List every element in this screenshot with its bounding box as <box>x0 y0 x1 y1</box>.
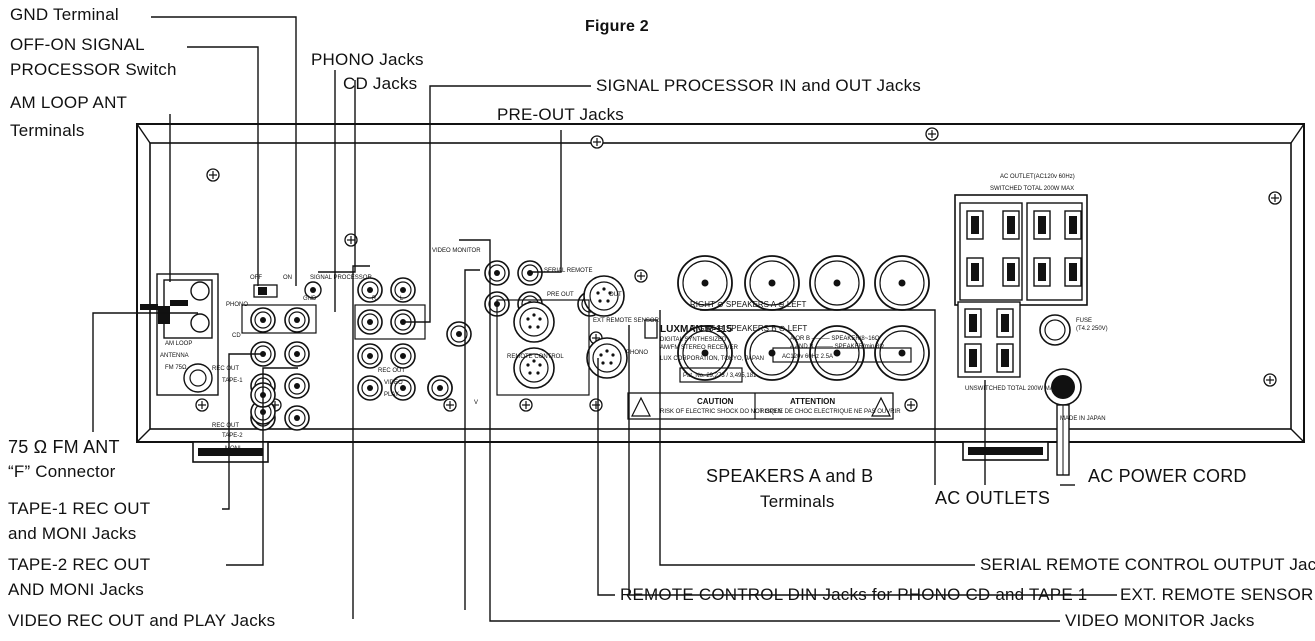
svg-text:RISK OF ELECTRIC SHOCK DO NOT: RISK OF ELECTRIC SHOCK DO NOT OPEN <box>660 409 782 415</box>
label-speakers-terminals: Terminals <box>760 492 835 511</box>
svg-text:V: V <box>474 400 478 406</box>
label-am-terminals: Terminals <box>10 121 85 140</box>
panel-printing: OFF ON SIGNAL PROCESSOR GND PHONO CD REC… <box>160 174 1108 452</box>
label-off-on-signal: OFF-ON SIGNAL <box>10 35 145 54</box>
svg-text:RIGHT ⊖ SPEAKERS B ⊖ LEFT: RIGHT ⊖ SPEAKERS B ⊖ LEFT <box>690 324 807 333</box>
label-ac-power-cord: AC POWER CORD <box>1088 466 1247 486</box>
svg-text:SERIAL REMOTE: SERIAL REMOTE <box>544 268 592 274</box>
svg-text:A AND B ——— SPEAKER/min 8Ω: A AND B ——— SPEAKER/min 8Ω <box>790 344 884 350</box>
chassis <box>136 123 1305 463</box>
label-remote-din-jacks: REMOTE CONTROL DIN Jacks for PHONO CD an… <box>620 585 1088 604</box>
svg-text:REC OUT: REC OUT <box>378 368 405 374</box>
svg-text:PHONO: PHONO <box>626 350 648 356</box>
signal-processor-switch <box>253 281 322 299</box>
svg-text:ATTENTION: ATTENTION <box>790 397 835 406</box>
label-processor-switch: PROCESSOR Switch <box>10 60 177 79</box>
svg-text:ON: ON <box>283 275 292 281</box>
svg-text:MADE IN JAPAN: MADE IN JAPAN <box>1060 416 1106 422</box>
svg-text:OUT: OUT <box>609 292 622 298</box>
svg-text:(T4.2 250V): (T4.2 250V) <box>1076 326 1108 332</box>
label-ac-outlets: AC OUTLETS <box>935 488 1051 508</box>
svg-text:AM/FM STEREO RECEIVER: AM/FM STEREO RECEIVER <box>660 345 739 351</box>
svg-text:TAPE-2: TAPE-2 <box>222 433 243 439</box>
label-am-loop-ant: AM LOOP ANT <box>10 93 128 112</box>
svg-text:Pat. No. 29,273 / 3,495,181: Pat. No. 29,273 / 3,495,181 <box>683 373 757 379</box>
leader-lines <box>92 16 1117 622</box>
svg-text:LUXMAN R-115: LUXMAN R-115 <box>660 324 733 335</box>
svg-text:PRE OUT: PRE OUT <box>547 292 574 298</box>
label-cd-jacks: CD Jacks <box>343 74 418 93</box>
label-tape2-rec-out: TAPE-2 REC OUT <box>8 555 151 574</box>
label-ext-remote-sensor: EXT. REMOTE SENSOR <box>1120 585 1314 604</box>
label-video-monitor-jacks: VIDEO MONITOR Jacks <box>1065 611 1255 630</box>
label-gnd-terminal: GND Terminal <box>10 5 119 24</box>
din-sockets <box>496 275 628 396</box>
label-serial-remote-output: SERIAL REMOTE CONTROL OUTPUT Jack <box>980 555 1315 574</box>
ac-outlets <box>954 194 1088 476</box>
svg-text:AC120v 60Hz 2.5A: AC120v 60Hz 2.5A <box>782 354 833 360</box>
svg-text:A OR B ——— SPEAKER/8~16Ω: A OR B ——— SPEAKER/8~16Ω <box>790 336 880 342</box>
svg-text:RIGHT ⊖ SPEAKERS A ⊖ LEFT: RIGHT ⊖ SPEAKERS A ⊖ LEFT <box>690 300 807 309</box>
antenna-terminal-block <box>140 273 219 396</box>
svg-text:PLAY: PLAY <box>384 392 399 398</box>
svg-text:TAPE-1: TAPE-1 <box>222 378 243 384</box>
svg-text:MONI: MONI <box>225 446 241 452</box>
label-f-connector: “F” Connector <box>8 462 116 481</box>
label-tape2-moni: AND MONI Jacks <box>8 580 144 599</box>
svg-text:CD: CD <box>232 333 241 339</box>
svg-text:LUX CORPORATION, TOKYO, JAPAN: LUX CORPORATION, TOKYO, JAPAN <box>660 356 764 362</box>
svg-text:ANTENNA: ANTENNA <box>160 353 189 359</box>
svg-text:DIGITAL SYNTHESIZED: DIGITAL SYNTHESIZED <box>660 337 727 343</box>
svg-text:R: R <box>372 296 377 302</box>
label-signal-processor-jacks: SIGNAL PROCESSOR IN and OUT Jacks <box>596 76 921 95</box>
label-tape1-rec-out: TAPE-1 REC OUT <box>8 499 151 518</box>
svg-text:VIDEO: VIDEO <box>384 380 403 386</box>
rca-jacks-left <box>241 304 317 431</box>
svg-text:SIGNAL PROCESSOR: SIGNAL PROCESSOR <box>310 275 372 281</box>
label-tape1-moni: and MONI Jacks <box>8 524 137 543</box>
svg-text:PHONO: PHONO <box>226 302 248 308</box>
svg-text:FUSE: FUSE <box>1076 318 1092 324</box>
label-phono-jacks: PHONO Jacks <box>311 50 424 69</box>
label-pre-out-jacks: PRE-OUT Jacks <box>497 105 624 124</box>
svg-text:EXT REMOTE SENSOR: EXT REMOTE SENSOR <box>593 318 660 324</box>
label-speakers-ab: SPEAKERS A and B <box>706 466 874 486</box>
svg-text:CAUTION: CAUTION <box>697 397 734 406</box>
svg-text:SWITCHED TOTAL 200W MAX: SWITCHED TOTAL 200W MAX <box>990 186 1074 192</box>
svg-text:UNSWITCHED TOTAL 200W MAX: UNSWITCHED TOTAL 200W MAX <box>965 386 1058 392</box>
svg-text:L: L <box>400 296 404 302</box>
svg-text:RISQUE DE CHOC ELECTRIQUE NE P: RISQUE DE CHOC ELECTRIQUE NE PAS OUVRIR <box>760 409 901 415</box>
label-fm-ant: 75 Ω FM ANT <box>8 437 120 457</box>
svg-text:VIDEO MONITOR: VIDEO MONITOR <box>432 248 481 254</box>
svg-text:AC OUTLET(AC120v 60Hz): AC OUTLET(AC120v 60Hz) <box>1000 174 1075 180</box>
svg-text:FM 75Ω: FM 75Ω <box>165 365 187 371</box>
label-video-rec-play: VIDEO REC OUT and PLAY Jacks <box>8 611 276 630</box>
svg-text:AM LOOP: AM LOOP <box>165 341 192 347</box>
model-label-plate <box>627 319 912 420</box>
svg-text:OFF: OFF <box>250 275 262 281</box>
figure-title: Figure 2 <box>585 18 649 35</box>
svg-text:REC OUT: REC OUT <box>212 423 239 429</box>
svg-text:GND: GND <box>303 296 317 302</box>
svg-text:REC OUT: REC OUT <box>212 366 239 372</box>
svg-text:REMOTE CONTROL: REMOTE CONTROL <box>507 354 564 360</box>
